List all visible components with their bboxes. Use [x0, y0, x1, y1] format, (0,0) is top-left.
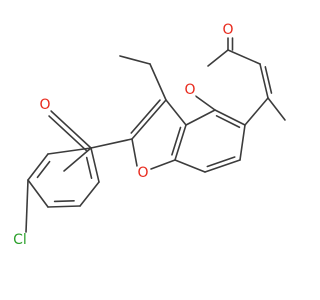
phenyl-bond-6: [47, 147, 92, 155]
furan-bond-3: [174, 124, 187, 161]
furan-oxygen-label: O: [137, 165, 148, 181]
phenyl-bond-1: [90, 147, 100, 183]
cl-label-background: [11, 233, 29, 247]
furan-double-bond: [130, 99, 161, 134]
acyl-to-furan-bond: [90, 138, 133, 149]
carbonyl-bond-2: [48, 115, 87, 152]
furan-bond-1: [131, 99, 167, 140]
phenyl-bond-4: [27, 179, 49, 208]
phenyl-bond-5: [27, 153, 49, 181]
ethyl-bond-2: [119, 55, 151, 65]
benzo-double-bond-2: [215, 115, 241, 129]
phenyl-bond-2: [79, 181, 100, 207]
chlorine-bond: [25, 179, 29, 233]
benzo-bond-4: [214, 109, 246, 126]
pyranone-oxygen-label: O: [184, 82, 195, 98]
ethyl-bond-1: [149, 63, 167, 101]
furan-bond-4: [150, 159, 176, 170]
benzo-bond-2: [204, 159, 241, 173]
furan-label-background: [137, 166, 149, 180]
benzo-double-bond-1: [206, 156, 236, 168]
methyl-bond: [267, 97, 286, 121]
furan-bond-5: [131, 138, 138, 167]
pyranone-bond-3: [227, 49, 261, 65]
benzo-double-bond-3: [171, 126, 182, 156]
structure-canvas: O O O O Cl: [11, 22, 286, 248]
pyranone-bond-1: [244, 97, 269, 126]
benzo-bond-1: [174, 159, 206, 173]
phenyl-double-bond-2: [53, 199, 75, 203]
benzo-bond-5: [185, 109, 216, 126]
acyl-to-phenyl-bond: [63, 147, 92, 172]
phenyl-bond-3: [47, 205, 81, 208]
pyranone-bond-2: [259, 63, 269, 99]
pyranone-double-bond: [264, 66, 273, 94]
phenyl-double-bond-1: [85, 156, 93, 180]
pyranone-bond-4: [207, 49, 229, 67]
benzo-bond-3: [239, 124, 246, 161]
label-backgrounds: [11, 23, 234, 247]
chlorine-label: Cl: [13, 232, 27, 248]
carbonyl-oxygen-label: O: [39, 97, 50, 113]
lactone-carbonyl-oxygen-label: O: [222, 22, 233, 38]
pyran-label-background: [184, 83, 196, 97]
furan-bond-2: [165, 99, 187, 126]
carbonyl-bond-1: [50, 110, 92, 149]
atom-label-layer: O O O O Cl: [13, 22, 233, 248]
lactone-label-background: [222, 23, 234, 37]
carbonyl-label-background: [39, 98, 51, 112]
chemical-structure: O O O O Cl: [11, 22, 286, 248]
bond-layer: [25, 37, 286, 233]
phenyl-double-bond-3: [36, 160, 51, 179]
